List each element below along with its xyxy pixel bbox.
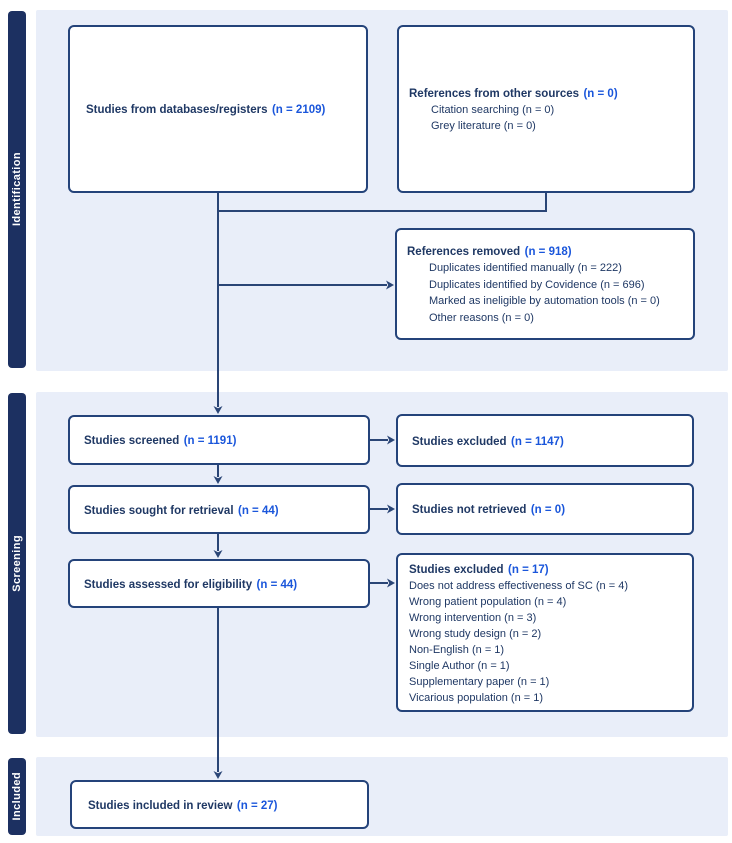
box-label: Studies screened — [84, 435, 180, 447]
box-label: Studies sought for retrieval — [84, 504, 234, 517]
box-label-line: Studies assessed for eligibility (n = 44… — [84, 575, 368, 593]
box-label-line: Studies included in review (n = 27) — [88, 796, 367, 814]
box-studies-not-retrieved: Studies not retrieved (n = 0) — [396, 483, 694, 535]
box-label: References removed — [407, 246, 521, 258]
box-count: (n = 1147) — [511, 435, 564, 448]
box-label: References from other sources — [409, 87, 580, 100]
box-label-line: Studies screened (n = 1191) — [84, 431, 368, 449]
box-sub-item: Wrong patient population (n = 4) — [409, 595, 567, 608]
box-count: (n = 2109) — [271, 104, 326, 116]
box-studies-excluded-screening: Studies excluded (n = 1147) — [396, 414, 694, 467]
box-count: (n = 0) — [530, 504, 566, 516]
box-label: Studies from databases/registers — [86, 104, 268, 116]
box-count: (n = 44) — [256, 578, 298, 591]
box-sub-item: Supplementary paper (n = 1) — [409, 675, 550, 688]
box-label-line: Studies excluded (n = 17) — [409, 560, 692, 578]
box-count: (n = 44) — [237, 504, 279, 517]
box-sub-item: Vicarious population (n = 1) — [409, 691, 544, 704]
box-sub-item: Marked as ineligible by automation tools… — [429, 295, 660, 307]
box-sub-item: Duplicates identified manually (n = 222) — [429, 262, 622, 274]
box-label-line: Studies sought for retrieval (n = 44) — [84, 501, 368, 519]
box-sub-item: Wrong intervention (n = 3) — [409, 611, 537, 624]
stage-label-included: Included — [11, 772, 23, 821]
box-label: Studies assessed for eligibility — [84, 578, 253, 591]
box-references-removed: References removed (n = 918) Duplicates … — [395, 228, 695, 340]
box-count: (n = 1191) — [183, 435, 237, 447]
box-count: (n = 17) — [508, 563, 549, 576]
box-label: Studies excluded — [409, 563, 504, 576]
box-sub-item: Does not address effectiveness of SC (n … — [409, 579, 628, 592]
box-label: Studies not retrieved — [412, 504, 527, 516]
stage-label-screening: Screening — [11, 535, 23, 592]
stage-bar-included: Included — [8, 758, 26, 835]
box-count: (n = 0) — [583, 87, 618, 100]
box-label-line: Studies excluded (n = 1147) — [412, 432, 692, 450]
box-sub-item: Other reasons (n = 0) — [429, 311, 534, 324]
box-studies-from-databases: Studies from databases/registers (n = 21… — [68, 25, 368, 193]
box-label-line: References from other sources (n = 0) — [409, 84, 693, 102]
box-studies-screened: Studies screened (n = 1191) — [68, 415, 370, 465]
box-count: (n = 27) — [236, 799, 278, 812]
box-sub-item: Grey literature (n = 0) — [431, 120, 536, 132]
box-label-line: Studies not retrieved (n = 0) — [412, 500, 692, 518]
stage-bar-screening: Screening — [8, 393, 26, 734]
box-label: Studies included in review — [88, 799, 233, 812]
box-sub-item: Non-English (n = 1) — [409, 643, 505, 656]
box-sub-item: Citation searching (n = 0) — [431, 103, 555, 116]
box-sub-item: Wrong study design (n = 2) — [409, 627, 542, 640]
box-sub-item: Single Author (n = 1) — [409, 659, 510, 672]
box-references-other-sources: References from other sources (n = 0) Ci… — [397, 25, 695, 193]
box-label-line: Studies from databases/registers (n = 21… — [86, 100, 366, 118]
stage-label-identification: Identification — [11, 152, 23, 227]
box-studies-included-review: Studies included in review (n = 27) — [70, 780, 369, 829]
box-studies-sought-retrieval: Studies sought for retrieval (n = 44) — [68, 485, 370, 534]
box-sub-item: Duplicates identified by Covidence (n = … — [429, 278, 645, 291]
box-count: (n = 918) — [524, 246, 572, 258]
stage-bar-identification: Identification — [8, 11, 26, 368]
box-studies-assessed-eligibility: Studies assessed for eligibility (n = 44… — [68, 559, 370, 608]
box-label: Studies excluded — [412, 435, 507, 448]
box-label-line: References removed (n = 918) — [407, 242, 693, 260]
box-studies-excluded-eligibility: Studies excluded (n = 17) Does not addre… — [396, 553, 694, 712]
